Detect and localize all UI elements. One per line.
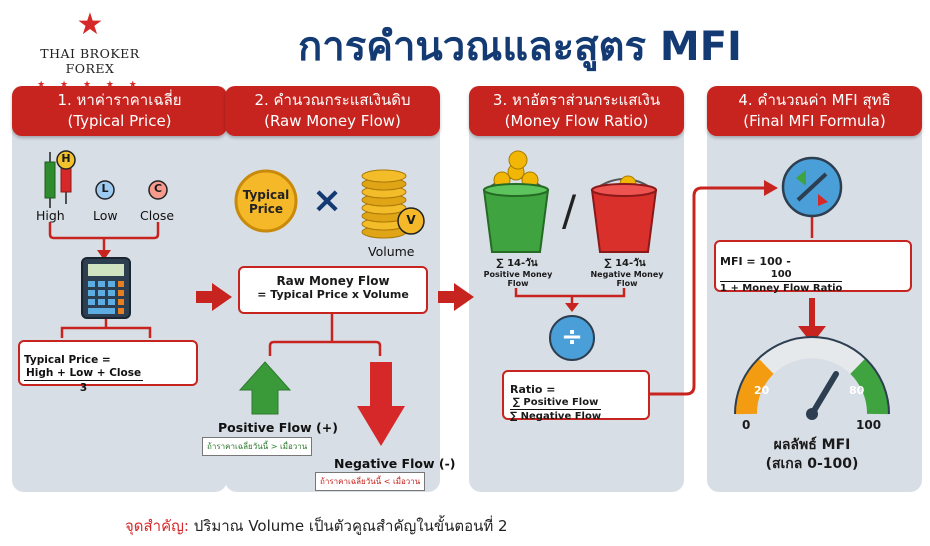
footnote-highlight: จุดสำคัญ: xyxy=(125,517,189,535)
gauge-max-label: 100 xyxy=(856,418,882,432)
footnote-text: ปริมาณ Volume เป็นตัวคูณสำคัญในขั้นตอนที… xyxy=(188,517,508,535)
positive-sum-label: ∑ 14-วัน xyxy=(496,258,538,269)
brand-name: THAI BROKER FOREX xyxy=(40,46,140,76)
money-flow-ratio-formula: Ratio = ∑ Positive Flow ∑ Negative Flow xyxy=(502,370,650,422)
coin-stack-icon xyxy=(361,169,407,239)
calculator-icon xyxy=(81,257,131,319)
negative-flow-label: Negative Flow (-) xyxy=(334,456,456,471)
negative-flow-note: ถ้าราคาเฉลี่ยวันนี้ < เมื่อวาน xyxy=(315,472,426,491)
arrow-up-icon xyxy=(238,361,292,415)
raw-money-flow-formula: Raw Money Flow = Typical Price x Volume xyxy=(238,266,428,314)
gauge-min-label: 0 xyxy=(742,418,751,432)
step-3-header: 3. หาอัตราส่วนกระแสเงิน (Money Flow Rati… xyxy=(469,86,684,136)
positive-flow-note: ถ้าราคาเฉลี่ยวันนี้ > เมื่อวาน xyxy=(202,437,313,456)
typical-price-coin-icon xyxy=(234,169,298,233)
step-2-header: 2. คำนวณกระแสเงินดิบ (Raw Money Flow) xyxy=(225,86,440,136)
rating-stars-icon: ★ ★ ★ ★ ★ xyxy=(37,80,143,90)
close-marker-icon xyxy=(148,180,168,200)
step-1-header: 1. หาค่าราคาเฉลี่ย (Typical Price) xyxy=(12,86,227,136)
footnote: จุดสำคัญ: ปริมาณ Volume เป็นตัวคูณสำคัญใ… xyxy=(125,514,508,538)
typical-price-coin-label: Typical Price xyxy=(242,188,290,216)
gauge-high-value: 80 xyxy=(849,384,865,397)
volume-label: Volume xyxy=(368,244,415,259)
high-marker-icon xyxy=(56,150,76,170)
close-letter: C xyxy=(153,182,163,195)
star-icon: ★ xyxy=(76,7,104,42)
low-marker-icon xyxy=(95,180,115,200)
positive-money-flow-caption: Positive Money Flow xyxy=(483,270,553,288)
divide-circle-icon xyxy=(549,315,595,361)
high-label: High xyxy=(36,208,65,223)
low-label: Low xyxy=(93,208,118,223)
step-4-header: 4. คำนวณค่า MFI สุทธิ (Final MFI Formula… xyxy=(707,86,922,136)
mfi-result-label: ผลลัพธ์ MFI (สเกล 0-100) xyxy=(765,437,859,472)
volume-coin-icon xyxy=(397,207,425,235)
low-letter: L xyxy=(101,182,109,195)
panel-step-3 xyxy=(469,86,684,492)
volume-letter: V xyxy=(406,213,416,227)
arrow-right-icon xyxy=(196,283,232,311)
green-bucket-icon xyxy=(482,150,550,253)
positive-flow-label: Positive Flow (+) xyxy=(218,420,338,435)
mfi-gauge-icon xyxy=(734,336,890,420)
page-title: การคำนวณและสูตร MFI xyxy=(298,24,742,70)
brand-logo: ★ THAI BROKER FOREX ★ ★ ★ ★ ★ xyxy=(14,7,166,91)
multiply-icon: × xyxy=(312,180,343,221)
typical-price-formula: Typical Price = High + Low + Close 3 xyxy=(18,340,198,394)
mfi-formula: MFI = 100 - 100 1 + Money Flow Ratio xyxy=(714,240,912,294)
close-label: Close xyxy=(140,208,175,223)
slash-divider: / xyxy=(562,186,577,235)
high-letter: H xyxy=(61,152,71,165)
gauge-low-value: 20 xyxy=(754,384,770,397)
negative-sum-label: ∑ 14-วัน xyxy=(604,258,646,269)
negative-money-flow-caption: Negative Money Flow xyxy=(590,270,664,288)
arrow-right-icon xyxy=(438,283,474,311)
arrow-down-icon xyxy=(357,362,405,446)
red-bucket-icon xyxy=(590,175,658,253)
divide-icon: ÷ xyxy=(561,322,583,352)
